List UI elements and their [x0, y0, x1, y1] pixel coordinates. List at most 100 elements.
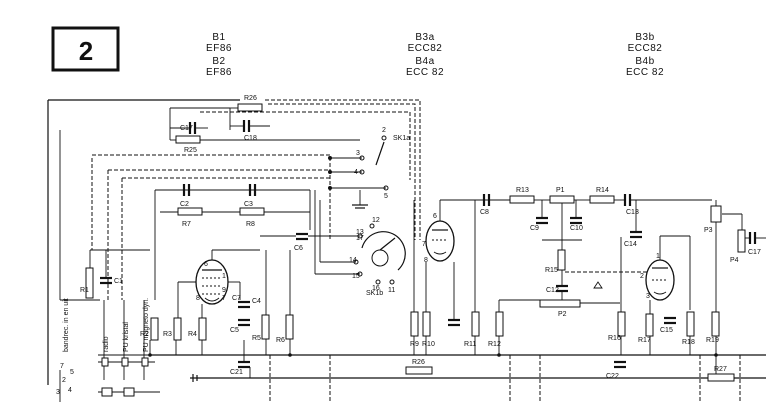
label-sk1b: SK1b — [366, 290, 383, 297]
label-r14: R14 — [596, 187, 609, 194]
label-c8: C8 — [480, 209, 489, 216]
svg-text:5: 5 — [70, 369, 74, 376]
resistor-r6 — [285, 314, 294, 340]
input-label-bandrec: bandrec. in en uit — [63, 298, 70, 352]
label-sk1a: SK1a — [393, 135, 410, 142]
label-c2: C2 — [180, 201, 189, 208]
label-p2: P2 — [558, 311, 567, 318]
resistor-r4 — [198, 317, 207, 341]
svg-text:4: 4 — [354, 169, 358, 176]
svg-text:3: 3 — [356, 150, 360, 157]
tube-type-b1: EF86 — [206, 43, 232, 54]
label-c4: C4 — [252, 298, 261, 305]
b1-bias-network: R2 R3 R4 C4 C5 C7 R5 R6 C21 — [140, 250, 294, 376]
svg-text:9: 9 — [222, 287, 226, 294]
label-r25: R26 — [244, 95, 257, 102]
pot-p4 — [737, 229, 746, 253]
resistor-r25 — [237, 103, 263, 112]
tube-type-b3a: ECC82 — [408, 43, 443, 54]
tube-b3a-symbol: 6 8 7 — [422, 199, 520, 264]
resistor-r8 — [239, 207, 265, 216]
label-p4: P4 — [730, 257, 739, 264]
switch-sk1a: SK1a 2 3 4 5 — [328, 127, 410, 209]
resistor-r2 — [150, 317, 159, 341]
tube-ref-b3a: B3a — [415, 32, 434, 43]
label-c21: C21 — [230, 369, 243, 376]
label-c9: C9 — [530, 225, 539, 232]
label-c5: C5 — [230, 327, 239, 334]
label-r3: R3 — [163, 331, 172, 338]
label-r26: R26 — [412, 359, 425, 366]
label-r5: R5 — [252, 335, 261, 342]
resistor-r3 — [173, 317, 182, 341]
resistor-r9 — [410, 311, 419, 337]
resistor-r12 — [495, 311, 504, 337]
svg-text:13: 13 — [356, 229, 364, 236]
label-r17: R17 — [638, 337, 651, 344]
tube-b3b-symbol: 1 2 3 — [640, 235, 691, 310]
label-r19: R19 — [706, 337, 719, 344]
label-c6: C6 — [294, 245, 303, 252]
label-r24: R25 — [184, 147, 197, 154]
label-r4: R4 — [188, 331, 197, 338]
label-r2: R2 — [140, 331, 149, 338]
tube-type-b3b: ECC82 — [628, 43, 663, 54]
label-c15: C17 — [748, 249, 761, 256]
label-c11: C12 — [546, 287, 559, 294]
resistor-r15 — [557, 249, 566, 271]
resistor-r7 — [177, 207, 203, 216]
svg-text:4: 4 — [68, 387, 72, 394]
svg-text:6: 6 — [204, 261, 208, 268]
label-r8: R8 — [246, 221, 255, 228]
figure-number-box — [51, 26, 120, 72]
svg-text:11: 11 — [388, 287, 395, 294]
label-r7: R7 — [182, 221, 191, 228]
supply-rails: R26 C22 R27 — [148, 336, 766, 402]
resistor-r19 — [711, 311, 720, 337]
label-r12: R12 — [488, 341, 501, 348]
svg-text:1: 1 — [656, 253, 660, 260]
resistor-r26 — [405, 366, 433, 375]
b1-coupling-network: C2 C3 R7 R8 C6 — [154, 184, 350, 300]
svg-text:7: 7 — [222, 295, 226, 302]
label-r1: R1 — [80, 287, 89, 294]
svg-text:6: 6 — [433, 213, 437, 220]
svg-text:3: 3 — [646, 293, 650, 300]
tube-type-b4b: ECC 82 — [626, 67, 664, 78]
svg-text:2: 2 — [62, 377, 66, 384]
resistor-r17 — [645, 313, 654, 337]
svg-text:1: 1 — [222, 273, 226, 280]
b3a-network: R9 R10 R11 R12 C8 — [410, 194, 504, 348]
svg-text:8: 8 — [196, 295, 200, 302]
label-r9: R9 — [410, 341, 419, 348]
svg-text:2: 2 — [640, 273, 644, 280]
label-r15: R15 — [545, 267, 558, 274]
svg-text:7: 7 — [60, 363, 64, 370]
tube-b1-symbol: 6 1 7 9 8 — [177, 249, 260, 305]
label-c13: C14 — [624, 241, 637, 248]
resistor-r5 — [261, 314, 270, 340]
svg-text:14: 14 — [349, 257, 357, 264]
input-section: R1 C1 bandrec. in en uit radio PU krista… — [47, 99, 240, 402]
label-c3: C3 — [244, 201, 253, 208]
label-c14: C15 — [660, 327, 673, 334]
label-r10: R10 — [422, 341, 435, 348]
tube-type-b2: EF86 — [206, 67, 232, 78]
label-c7: C7 — [232, 295, 241, 302]
label-p3: P3 — [704, 227, 713, 234]
tube-ref-b4a: B4a — [415, 56, 434, 67]
label-r6: R6 — [276, 337, 285, 344]
label-c12: C13 — [626, 209, 639, 216]
svg-text:8: 8 — [424, 257, 428, 264]
tube-ref-b1: B1 — [212, 32, 225, 43]
resistor-r14 — [589, 195, 615, 204]
shielded-cables — [91, 99, 421, 300]
label-p1: P1 — [556, 187, 565, 194]
label-c10: C10 — [570, 225, 583, 232]
input-label-pu-magneto: PU magneto dyn. — [143, 298, 150, 352]
resistor-r18 — [686, 311, 695, 337]
tube-ref-b3b: B3b — [635, 32, 654, 43]
label-r11: R11 — [464, 341, 476, 348]
svg-text:15: 15 — [352, 273, 360, 280]
